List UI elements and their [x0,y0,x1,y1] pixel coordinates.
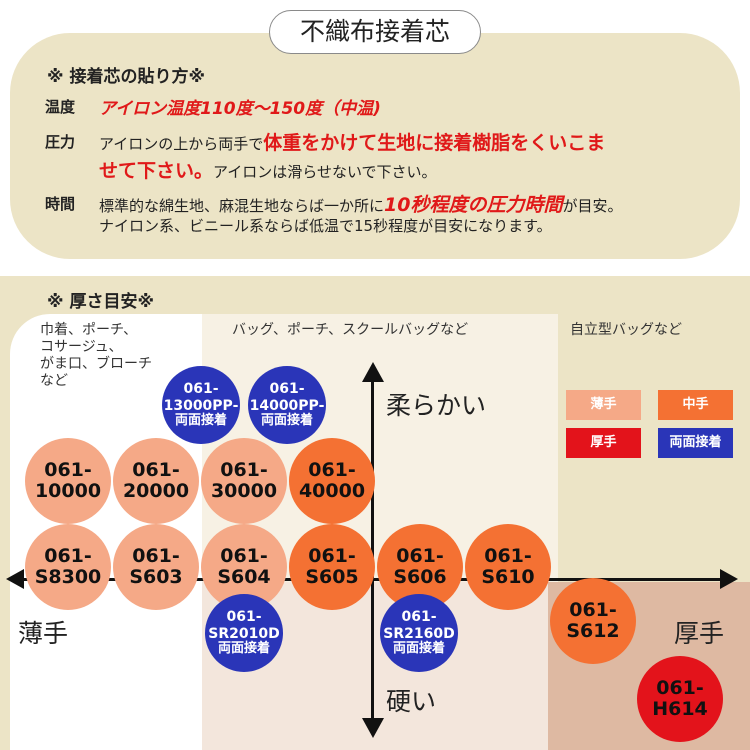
time-text-a: 標準的な綿生地、麻混生地ならば一か所に [99,197,385,215]
axis-label-soft: 柔らかい [386,391,487,420]
category-left: 巾着、ポーチ、 コサージュ、 がま口、ブローチ など [40,322,152,390]
axis-label-hard: 硬い [386,687,437,716]
product-061-s605: 061- S605 [289,524,375,610]
product-tag: 両面接着 [260,412,313,428]
axis-label-thick: 厚手 [674,619,725,648]
pressure-line-1: アイロンの上から両手で体重をかけて生地に接着樹脂をくいこま [99,128,605,155]
product-code-prefix: 061- [308,459,356,482]
product-code-prefix: 061- [569,599,617,622]
product-code-prefix: 061- [308,545,356,568]
product-061-30000: 061- 30000 [201,438,287,524]
product-code-prefix: 061- [220,545,268,568]
product-code-prefix: 061- [396,545,444,568]
time-text-b: が目安。 [562,197,623,215]
product-061-h614: 061- H614 [637,656,723,742]
axis-label-thin: 薄手 [18,619,69,648]
legend-double-sided: 両面接着 [658,428,733,458]
pressure-label: 圧力 [45,133,76,151]
product-code-prefix: 061- [401,609,437,626]
softness-axis [371,380,374,720]
product-061-40000: 061- 40000 [289,438,375,524]
product-061-s610: 061- S610 [465,524,551,610]
category-left-line: がま口、ブローチ [40,356,152,372]
product-code: S606 [393,566,447,588]
product-code-prefix: 061- [484,545,532,568]
product-code-prefix: 061- [44,545,92,568]
pressure-line-2: せて下さい。アイロンは滑らせないで下さい。 [99,156,437,183]
product-code-prefix: 061- [183,381,219,398]
product-061-13000pp: 061- 13000PP- 両面接着 [162,366,240,444]
product-code-prefix: 061- [132,545,180,568]
category-left-line: 巾着、ポーチ、 [40,322,138,338]
product-061-s603: 061- S603 [113,524,199,610]
product-061-sr2010d: 061- SR2010D 両面接着 [205,594,283,672]
arrow-right-icon [720,569,738,589]
product-code-prefix: 061- [132,459,180,482]
time-line-2: ナイロン系、ビニール系ならば低温で15秒程度が目安になります。 [99,217,552,235]
product-code: 14000PP- [249,397,325,414]
product-061-20000: 061- 20000 [113,438,199,524]
product-061-14000pp: 061- 14000PP- 両面接着 [248,366,326,444]
category-middle: バッグ、ポーチ、スクールバッグなど [232,322,469,338]
product-tag: 両面接着 [174,412,227,428]
application-heading: ※ 接着芯の貼り方※ [47,67,205,87]
time-label: 時間 [45,195,76,213]
arrow-left-icon [6,569,24,589]
product-code-prefix: 061- [269,381,305,398]
product-061-sr2160d: 061- SR2160D 両面接着 [380,594,458,672]
product-code: S605 [305,566,359,588]
legend-thick: 厚手 [566,428,641,458]
temperature-label: 温度 [45,98,76,116]
product-tag: 両面接着 [392,640,445,656]
product-code-prefix: 061- [44,459,92,482]
product-code-prefix: 061- [220,459,268,482]
arrow-down-icon [362,718,384,738]
arrow-up-icon [362,362,384,382]
thickness-heading: ※ 厚さ目安※ [47,292,154,312]
product-code: S8300 [34,566,102,588]
product-code: S604 [217,566,271,588]
pressure-text-a: アイロンの上から両手で [99,135,264,153]
application-panel [10,33,740,259]
product-code: S612 [566,620,620,642]
product-061-s612: 061- S612 [550,578,636,664]
category-left-line: コサージュ、 [40,339,123,355]
category-right: 自立型バッグなど [570,322,682,338]
product-code-prefix: 061- [656,677,704,700]
category-left-line: など [40,373,68,389]
product-code: 13000PP- [163,397,239,414]
product-code: 30000 [210,480,278,502]
product-code: S603 [129,566,183,588]
legend-thin: 薄手 [566,390,641,420]
product-code-prefix: 061- [226,609,262,626]
pressure-emphasis-a: 体重をかけて生地に接着樹脂をくいこま [263,132,606,154]
product-code: 10000 [34,480,102,502]
temperature-value: アイロン温度110度～150度（中温) [99,94,381,119]
product-tag: 両面接着 [217,640,270,656]
time-line-1: 標準的な綿生地、麻混生地ならば一か所に10秒程度の圧力時間が目安。 [99,190,622,217]
page-title: 不織布接着芯 [269,10,481,54]
product-061-s8300: 061- S8300 [25,524,111,610]
product-code: H614 [652,698,708,720]
time-emphasis: 10秒程度の圧力時間 [384,194,563,216]
product-061-10000: 061- 10000 [25,438,111,524]
product-code: SR2160D [383,625,455,642]
pressure-text-b: アイロンは滑らせないで下さい。 [213,163,437,181]
product-code: 20000 [122,480,190,502]
product-code: SR2010D [208,625,280,642]
pressure-emphasis-b: せて下さい。 [99,160,214,182]
temperature-text: アイロン温度110度～150度（中温) [99,99,381,119]
product-code: 40000 [298,480,366,502]
product-code: S610 [481,566,535,588]
legend-medium: 中手 [658,390,733,420]
